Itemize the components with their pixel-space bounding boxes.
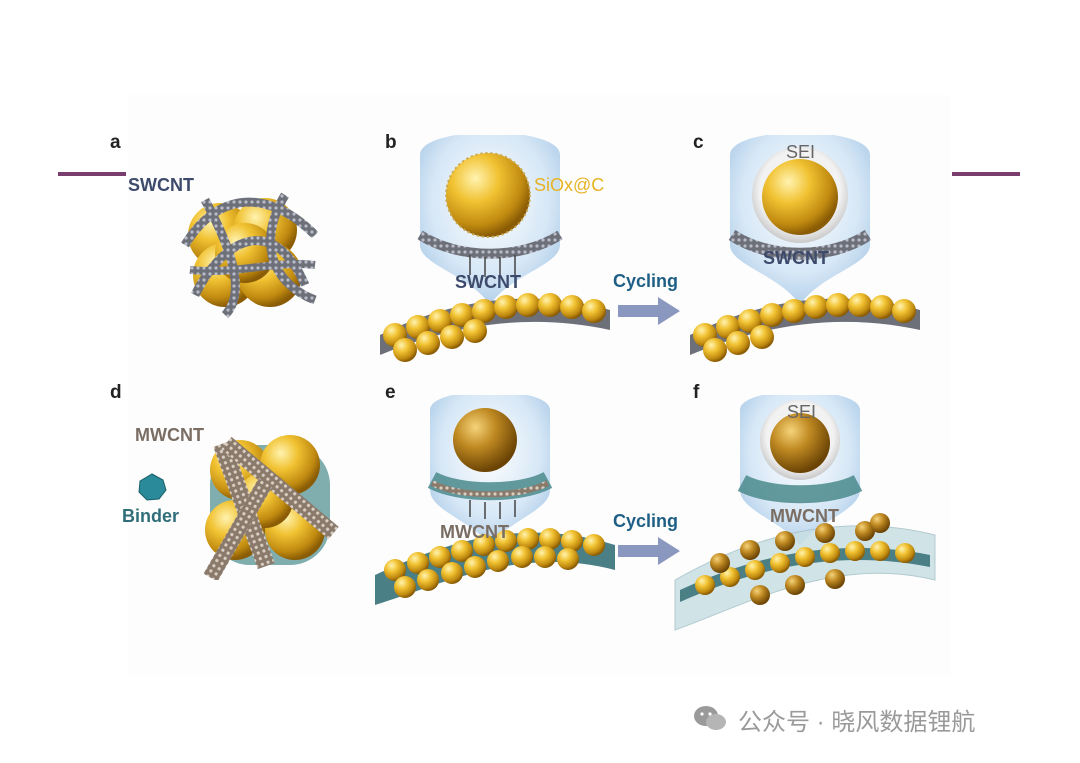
- swcnt-electrode-illustration-b: [380, 135, 610, 362]
- panel-label-e: e: [385, 382, 396, 403]
- panel-label-b: b: [385, 132, 397, 153]
- panel-label-c: c: [693, 132, 704, 153]
- right-accent-bar: [952, 172, 1020, 176]
- mwcnt-electrode-illustration-f: [674, 395, 936, 631]
- panel-label-a: a: [110, 132, 121, 153]
- left-accent-bar: [58, 172, 126, 176]
- mwcnt-label-e: MWCNT: [440, 522, 509, 542]
- mwcnt-electrode-illustration-e: [375, 395, 615, 605]
- binder-label-d: Binder: [122, 506, 180, 526]
- mwcnt-label-f: MWCNT: [770, 506, 839, 526]
- swcnt-label-b: SWCNT: [455, 272, 521, 292]
- swcnt-wrapped-particle-cluster: [181, 192, 319, 319]
- swcnt-label-c: SWCNT: [763, 248, 829, 268]
- panel-label-d: d: [110, 382, 122, 403]
- material-label-b: SiOx@C: [534, 175, 605, 195]
- cycling-label-bottom: Cycling: [613, 511, 679, 531]
- watermark: 公众号 · 晓风数据锂航: [692, 700, 975, 738]
- swcnt-label-a: SWCNT: [128, 175, 194, 195]
- panel-label-f: f: [693, 382, 700, 403]
- cycling-arrow-top: [618, 297, 680, 325]
- mwcnt-particle-cluster: [203, 435, 339, 580]
- watermark-text: 公众号 · 晓风数据锂航: [738, 708, 976, 736]
- sei-label-c: SEI: [786, 142, 816, 162]
- binder-icon: [138, 473, 167, 501]
- swcnt-electrode-illustration-c: [690, 135, 920, 362]
- mwcnt-label-d: MWCNT: [135, 425, 204, 445]
- wechat-icon: [694, 706, 726, 730]
- sei-label-f: SEI: [787, 402, 817, 422]
- cycling-arrow-bottom: [618, 537, 680, 565]
- cycling-label-top: Cycling: [613, 271, 679, 291]
